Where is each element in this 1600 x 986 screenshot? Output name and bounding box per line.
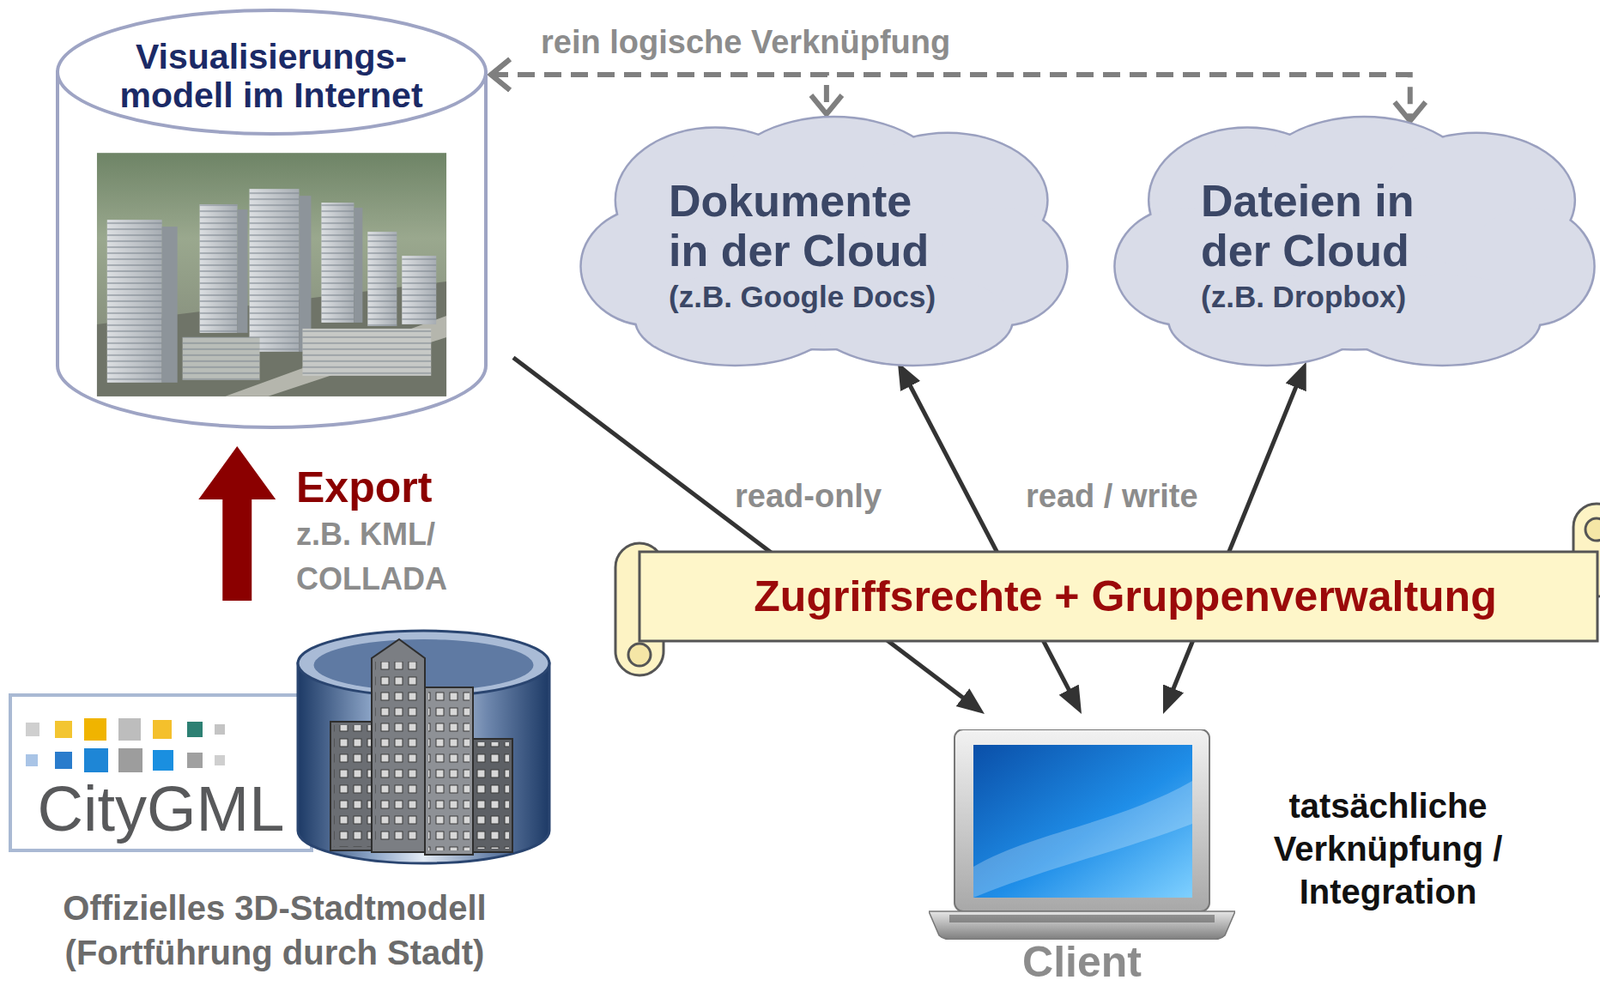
laptop-illustration: [928, 729, 1236, 940]
cylinder-top: [57, 10, 486, 134]
text-block: Offizielles 3D-Stadtmodell (Fortführung …: [34, 885, 516, 976]
cloud-fill: [581, 117, 1067, 364]
text-block: Zugriffsrechte + Gruppenverwaltung: [637, 551, 1600, 642]
scroll-curl: [628, 643, 651, 667]
node-sublabel: (z.B. Dropbox): [1200, 278, 1489, 316]
scroll-curl: [1585, 518, 1600, 541]
laptop-client: Client: [928, 729, 1236, 940]
node-label: Offizielles 3D-Stadtmodell (Fortführung …: [34, 885, 516, 976]
access-label: read / write: [1025, 478, 1199, 516]
export-label: Export: [296, 463, 432, 514]
access-arrow: [909, 384, 1070, 691]
export-arrow: [222, 497, 252, 601]
node-sublabel: (z.B. Google Docs): [668, 278, 957, 316]
text-block: Visualisierungs- modell im Internet: [99, 37, 443, 116]
laptop-client-outline: [928, 729, 1236, 940]
node-label: Zugriffsrechte + Gruppenverwaltung: [637, 573, 1600, 621]
access-arrow: [513, 357, 964, 699]
cloud-outline: [1115, 117, 1594, 364]
logo-box: CityGML: [8, 693, 314, 853]
city-illustration: [96, 152, 447, 397]
cloud-outline: [581, 117, 1067, 364]
cloud-fill: [1115, 117, 1594, 364]
access-label: read-only: [734, 478, 882, 516]
database-cylinder-outline: [296, 627, 552, 867]
cloud-shape: Dokumente in der Cloud(z.B. Google Docs): [576, 107, 1072, 373]
access-arrow: [1172, 385, 1297, 691]
integration-note: tatsächliche Verknüpfung / Integration: [1259, 784, 1517, 914]
cylinder-store: Visualisierungs- modell im Internet: [55, 8, 488, 430]
scroll-band: Zugriffsrechte + Gruppenverwaltung: [612, 500, 1600, 682]
text-block: Dateien in der Cloud(z.B. Dropbox): [1200, 175, 1489, 316]
node-label: Visualisierungs- modell im Internet: [99, 37, 443, 116]
node-label: Dateien in der Cloud: [1200, 175, 1489, 276]
logical-link: [490, 74, 1411, 122]
database-cylinder: Offizielles 3D-Stadtmodell (Fortführung …: [296, 627, 552, 867]
text-block: Client: [894, 940, 1270, 984]
text-block: CityGML: [12, 777, 310, 842]
node-label: Client: [894, 940, 1270, 984]
node-label: CityGML: [12, 777, 310, 842]
format-note: z.B. KML/ COLLADA: [296, 512, 477, 602]
logo-squares: [25, 718, 225, 773]
text-block: Dokumente in der Cloud(z.B. Google Docs): [668, 175, 957, 316]
link-label: rein logische Verknüpfung: [540, 24, 951, 62]
node-label: Dokumente in der Cloud: [668, 175, 957, 276]
database-illustration: [297, 630, 550, 864]
logical-link: [490, 74, 827, 115]
cloud-shape: Dateien in der Cloud(z.B. Dropbox): [1110, 107, 1599, 373]
